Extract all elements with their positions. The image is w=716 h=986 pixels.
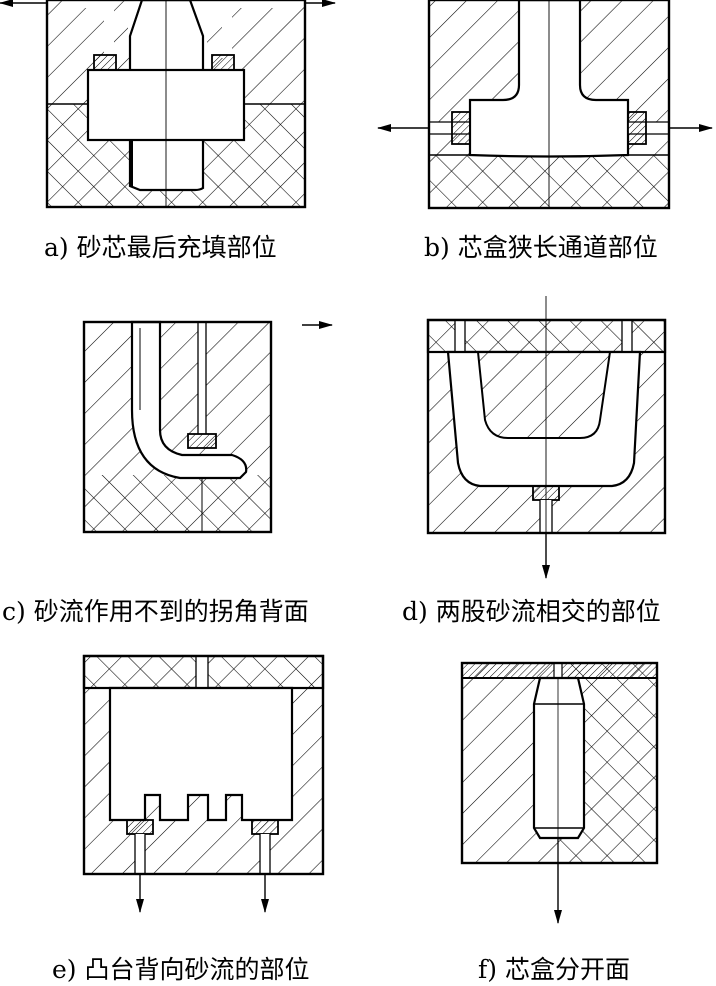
- vent-plug-icon: [187, 433, 217, 449]
- caption-a: a) 砂芯最后充填部位: [44, 233, 277, 262]
- panel-a-diagram: [0, 0, 336, 209]
- caption-f: f) 芯盒分开面: [478, 955, 630, 984]
- caption-b: b) 芯盒狭长通道部位: [424, 233, 658, 262]
- caption-d: d) 两股砂流相交的部位: [402, 597, 661, 626]
- arrow-icon: [136, 874, 269, 913]
- vent-plug-icon: [93, 54, 235, 71]
- vent-plug-icon: [451, 111, 647, 145]
- panel-e-diagram: [82, 654, 325, 913]
- panel-d-diagram: [426, 296, 667, 579]
- panel-f-diagram: [460, 661, 659, 924]
- panel-c-diagram: [82, 320, 333, 534]
- caption-c: c) 砂流作用不到的拐角背面: [2, 597, 309, 626]
- caption-e: e) 凸台背向砂流的部位: [52, 955, 310, 984]
- panel-b-diagram: [377, 0, 713, 210]
